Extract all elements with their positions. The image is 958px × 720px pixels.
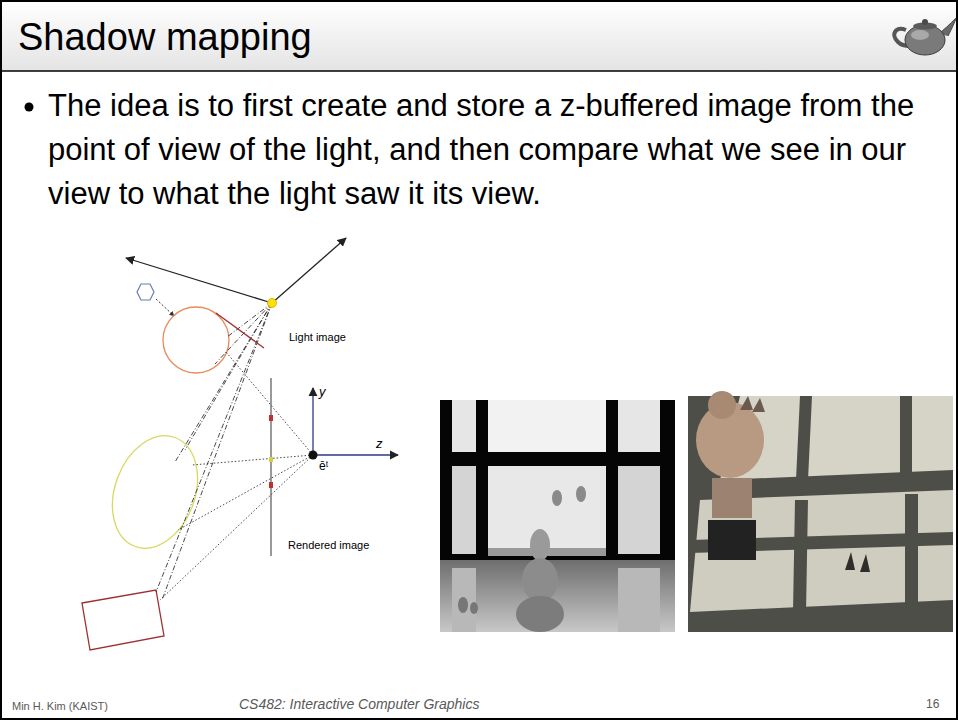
- diagram-label: Light image: [289, 330, 346, 344]
- diagram-label: Rendered image: [288, 538, 369, 552]
- label-holder: z: [376, 436, 383, 451]
- shadowed-scene-render: [688, 391, 953, 632]
- shadow-map-schematic: [82, 238, 398, 650]
- bullet-text: The idea is to first create and store a …: [48, 84, 943, 216]
- axis-label: y: [319, 384, 326, 399]
- page-number: 16: [926, 697, 939, 712]
- title-holder: Shadow mapping: [18, 15, 312, 59]
- title-rule: [1, 70, 957, 72]
- footer-course: CS482: Interactive Computer Graphics: [239, 696, 479, 713]
- axis-label: z: [376, 436, 383, 451]
- teapot-icon: [894, 18, 956, 55]
- label-holder: Rendered image: [288, 538, 369, 552]
- label-holder: Light image: [289, 330, 346, 344]
- label-holder: 16: [926, 697, 939, 712]
- label-holder: y: [319, 384, 326, 399]
- label-holder: ēᵗ: [319, 459, 328, 474]
- label-holder: The idea is to first create and store a …: [48, 84, 943, 216]
- light-view-render: [440, 400, 675, 632]
- slide-title: Shadow mapping: [18, 15, 312, 59]
- label-holder: CS482: Interactive Computer Graphics: [239, 696, 479, 713]
- label-holder: Min H. Kim (KAIST): [12, 699, 108, 713]
- title-bar: [1, 1, 957, 71]
- vector-label: ēᵗ: [319, 459, 328, 474]
- footer-author: Min H. Kim (KAIST): [12, 699, 108, 713]
- bullet-dot: [25, 103, 34, 112]
